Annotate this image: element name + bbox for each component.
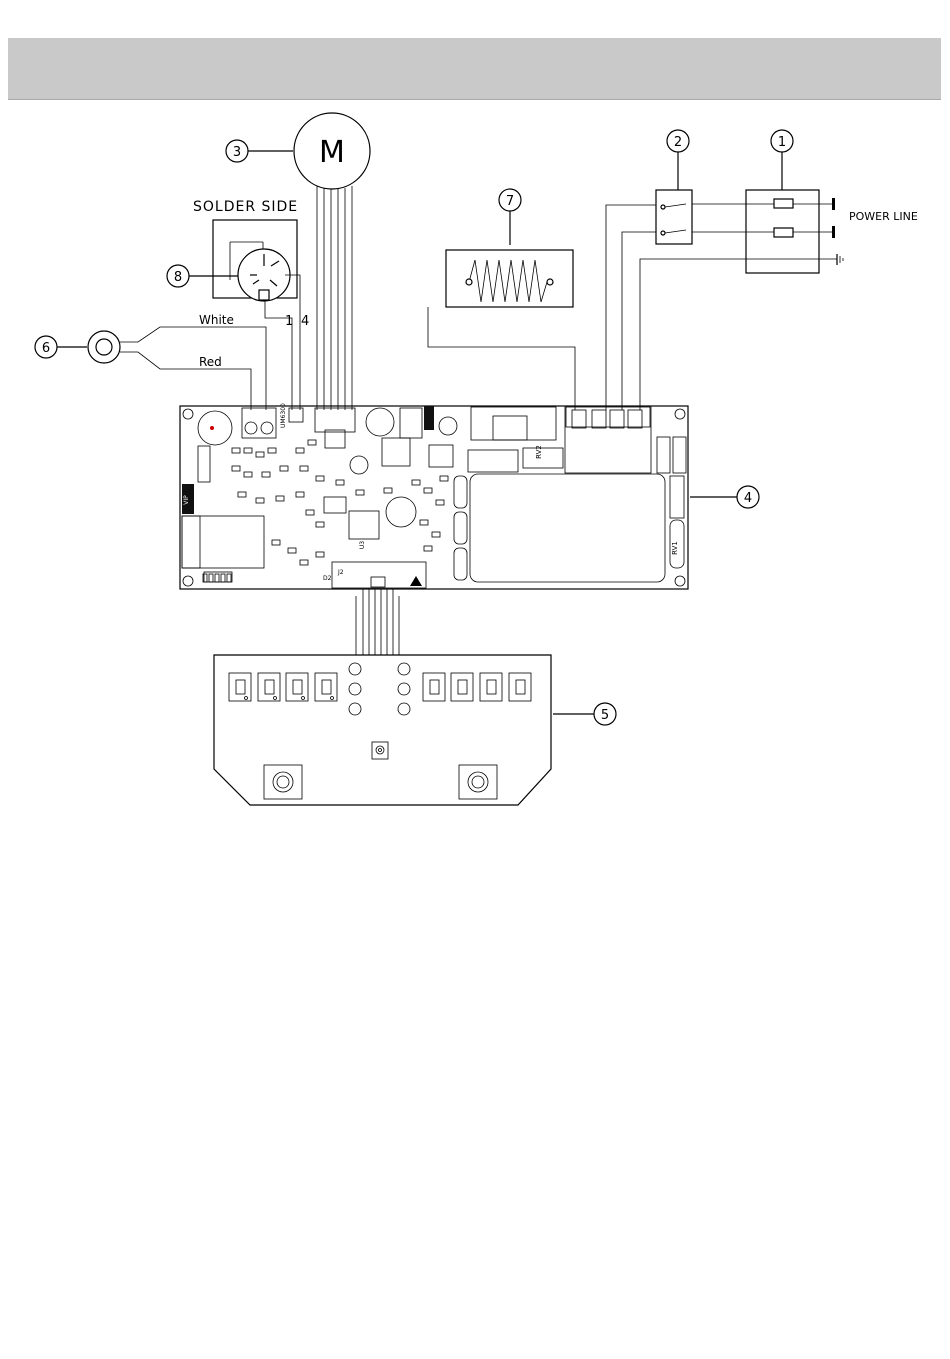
rv1-label: RV1: [671, 541, 679, 555]
vip-label: VIP: [183, 495, 190, 505]
svg-text:5: 5: [601, 708, 609, 723]
ribbon-cable: [356, 589, 399, 655]
switch-2: [606, 190, 692, 410]
callout-1: 1: [771, 130, 793, 190]
pin-1-label: 1: [285, 314, 293, 329]
u3-label: U3: [359, 541, 366, 549]
callout-4: 4: [690, 486, 759, 508]
svg-text:3: 3: [233, 145, 241, 160]
callout-5: 5: [553, 703, 616, 725]
motor-label: M: [319, 135, 345, 170]
rv2-label: RV2: [535, 445, 543, 459]
callout-7: 7: [499, 189, 521, 245]
display-board-5: [214, 655, 551, 805]
wire-red-label: Red: [199, 355, 222, 369]
power-inlet-1: [640, 190, 843, 410]
d2-label: D2: [323, 575, 332, 582]
svg-text:8: 8: [174, 270, 182, 285]
pcb-main-4: RV1 RV2 U3 VIP UM6300: [180, 403, 688, 589]
power-line-label: POWER LINE: [849, 210, 918, 223]
pin-4-label: 4: [301, 314, 309, 329]
callout-6: 6: [35, 336, 87, 358]
motor: M: [294, 113, 370, 410]
wire-white-label: White: [199, 313, 234, 327]
part-no-label: UM6300: [280, 403, 287, 428]
callout-8: 8: [167, 265, 238, 287]
svg-text:6: 6: [42, 341, 50, 356]
heater-element-7: [428, 250, 575, 410]
svg-text:2: 2: [674, 135, 682, 150]
solder-side-label: SOLDER SIDE: [193, 199, 298, 215]
svg-text:7: 7: [506, 194, 514, 209]
callout-3: 3: [226, 140, 293, 162]
j2-label: J2: [337, 569, 344, 576]
callout-2: 2: [667, 130, 689, 190]
ring-terminal-6: [88, 327, 266, 410]
svg-text:4: 4: [744, 491, 752, 506]
svg-text:1: 1: [778, 135, 786, 150]
